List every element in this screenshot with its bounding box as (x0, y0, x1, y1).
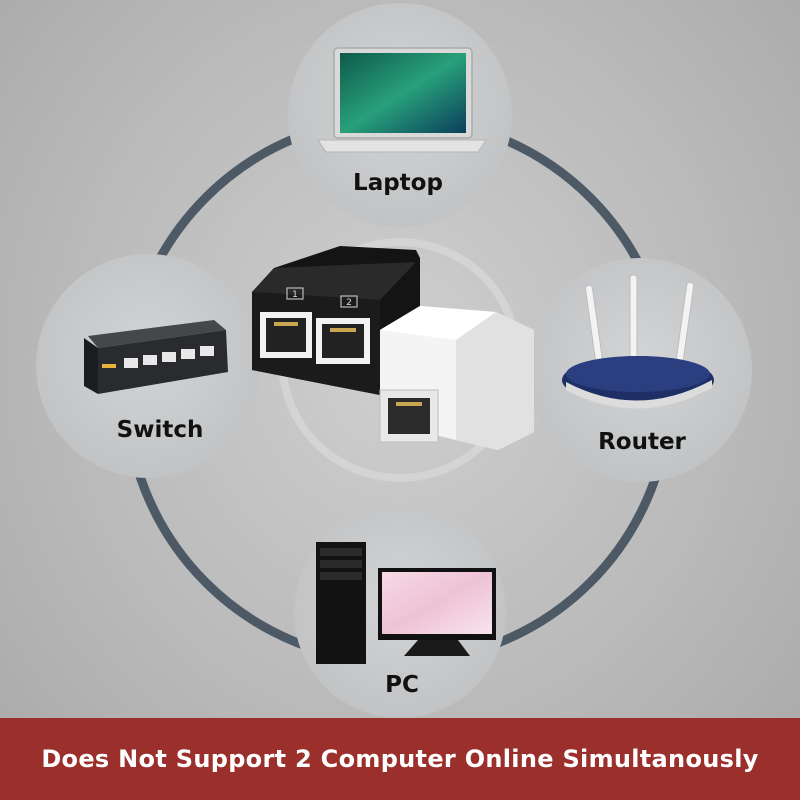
laptop-icon (317, 47, 487, 153)
switch-icon (84, 320, 228, 394)
router-label: Router (598, 429, 686, 455)
port-1-label: 1 (292, 290, 298, 300)
output-port-2 (316, 318, 370, 364)
node-laptop: Laptop (288, 3, 512, 227)
pc-icon (316, 542, 496, 664)
pc-label: PC (385, 672, 419, 698)
switch-label: Switch (117, 417, 204, 443)
warning-banner-text: Does Not Support 2 Computer Online Simul… (41, 745, 759, 773)
port-2-label: 2 (346, 298, 352, 308)
input-port (379, 389, 439, 443)
rj45-splitter-adapter: 1 2 (252, 246, 534, 450)
node-router: Router (528, 258, 752, 482)
laptop-label: Laptop (353, 170, 443, 196)
node-pc: PC (294, 506, 506, 718)
output-port-1 (260, 312, 312, 358)
node-switch: Switch (36, 254, 260, 478)
warning-banner: Does Not Support 2 Computer Online Simul… (0, 718, 800, 800)
router-icon (562, 274, 714, 409)
